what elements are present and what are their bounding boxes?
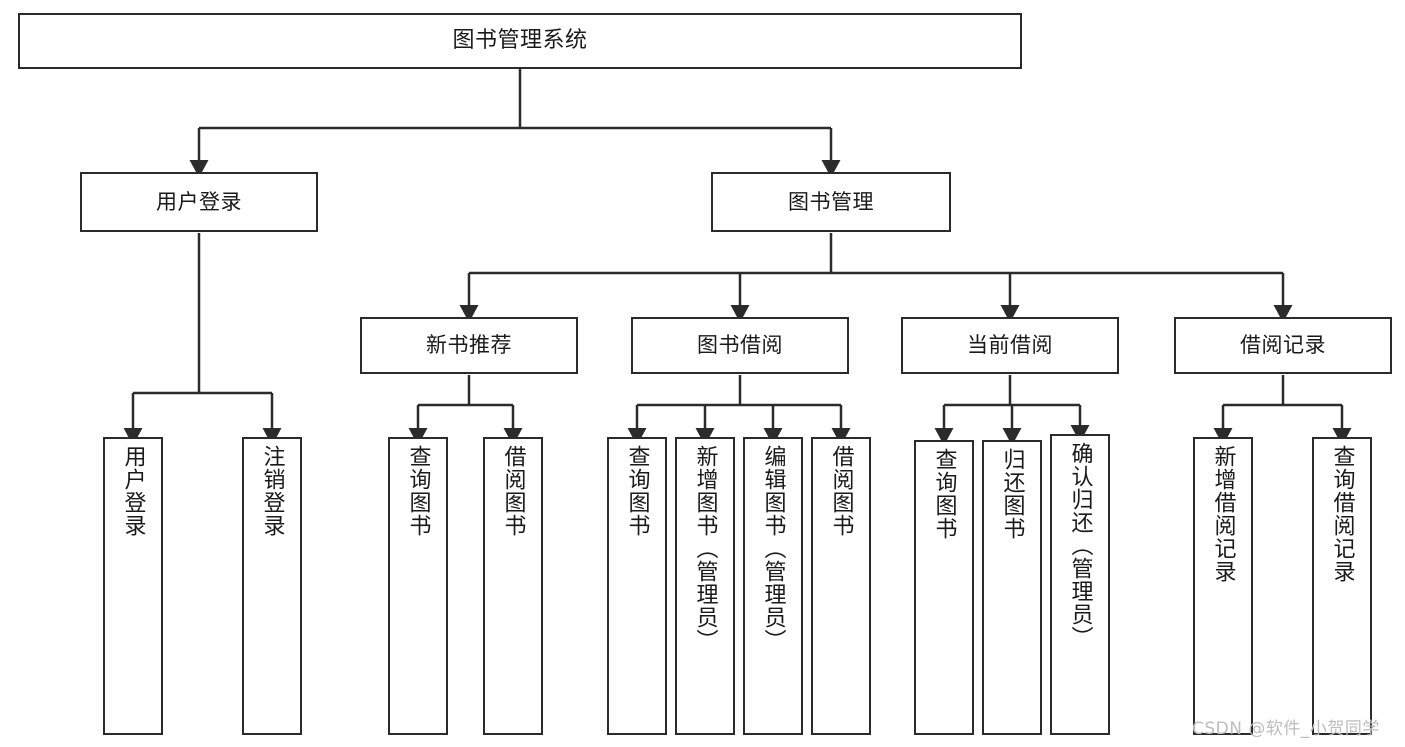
node-book-borrow-label: 图书借阅: [697, 333, 783, 358]
leaf-recommend-query-book[interactable]: 查询图书: [388, 437, 448, 735]
node-current-borrow[interactable]: 当前借阅: [901, 317, 1119, 374]
leaf-current-query-book[interactable]: 查询图书: [914, 440, 974, 735]
leaf-recommend-borrow-book-label: 借阅图书: [500, 445, 526, 537]
node-new-book-recommend-label: 新书推荐: [426, 333, 512, 358]
node-borrow-record-label: 借阅记录: [1240, 333, 1326, 358]
node-current-borrow-label: 当前借阅: [967, 333, 1053, 358]
leaf-borrow-add-book-label: 新增图书（管理员）: [692, 445, 718, 652]
leaf-borrow-add-book[interactable]: 新增图书（管理员）: [675, 437, 735, 735]
node-root-label: 图书管理系统: [452, 28, 588, 54]
leaf-recommend-query-book-label: 查询图书: [405, 445, 431, 537]
leaf-user-login-label: 用户登录: [120, 445, 146, 537]
node-book-borrow[interactable]: 图书借阅: [631, 317, 849, 374]
leaf-record-query-label: 查询借阅记录: [1329, 445, 1355, 583]
leaf-recommend-borrow-book[interactable]: 借阅图书: [483, 437, 543, 735]
leaf-borrow-edit-book-label: 编辑图书（管理员）: [760, 445, 786, 652]
csdn-watermark: CSDN @软件_小贺同学: [1192, 719, 1380, 739]
node-new-book-recommend[interactable]: 新书推荐: [360, 317, 578, 374]
leaf-record-add-label: 新增借阅记录: [1210, 445, 1236, 583]
leaf-user-logout-label: 注销登录: [259, 445, 285, 537]
leaf-borrow-edit-book[interactable]: 编辑图书（管理员）: [743, 437, 803, 735]
node-book-management[interactable]: 图书管理: [711, 172, 951, 232]
leaf-record-query[interactable]: 查询借阅记录: [1312, 437, 1372, 735]
leaf-current-confirm-return-label: 确认归还（管理员）: [1067, 442, 1093, 649]
leaf-current-query-book-label: 查询图书: [931, 448, 957, 540]
leaf-record-add[interactable]: 新增借阅记录: [1193, 437, 1253, 735]
leaf-borrow-borrow-book-label: 借阅图书: [828, 445, 854, 537]
leaf-borrow-query-book[interactable]: 查询图书: [607, 437, 667, 735]
leaf-user-logout[interactable]: 注销登录: [242, 437, 302, 735]
leaf-current-return-book-label: 归还图书: [999, 448, 1025, 540]
leaf-borrow-borrow-book[interactable]: 借阅图书: [811, 437, 871, 735]
node-book-management-label: 图书管理: [788, 189, 874, 214]
leaf-current-return-book[interactable]: 归还图书: [982, 440, 1042, 735]
node-user-login-label: 用户登录: [156, 189, 242, 214]
leaf-borrow-query-book-label: 查询图书: [624, 445, 650, 537]
node-user-login[interactable]: 用户登录: [80, 172, 318, 232]
node-root[interactable]: 图书管理系统: [18, 13, 1022, 69]
leaf-current-confirm-return[interactable]: 确认归还（管理员）: [1050, 434, 1110, 735]
leaf-user-login[interactable]: 用户登录: [103, 437, 163, 735]
node-borrow-record[interactable]: 借阅记录: [1174, 317, 1392, 374]
